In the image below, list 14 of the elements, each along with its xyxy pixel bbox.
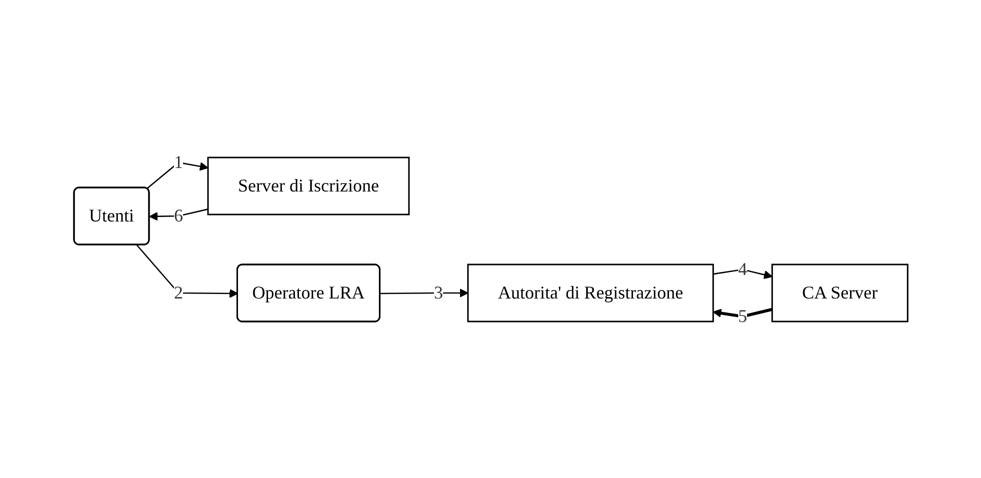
edge-label: 1 [174,152,183,172]
edge-label: 6 [174,205,183,225]
arrow [380,288,468,297]
edge-label: 5 [738,306,747,326]
edge-label: 4 [738,258,747,278]
edge-label: 2 [174,282,183,302]
arrow [712,307,772,318]
arrow [136,244,238,298]
arrow [712,268,772,279]
node-box: Server di Iscrizione [206,156,410,215]
arrow [146,161,208,189]
edge-label: 3 [434,282,443,302]
node-box: CA Server [771,263,908,322]
node-box: Autorita' di Registrazione [466,263,714,322]
